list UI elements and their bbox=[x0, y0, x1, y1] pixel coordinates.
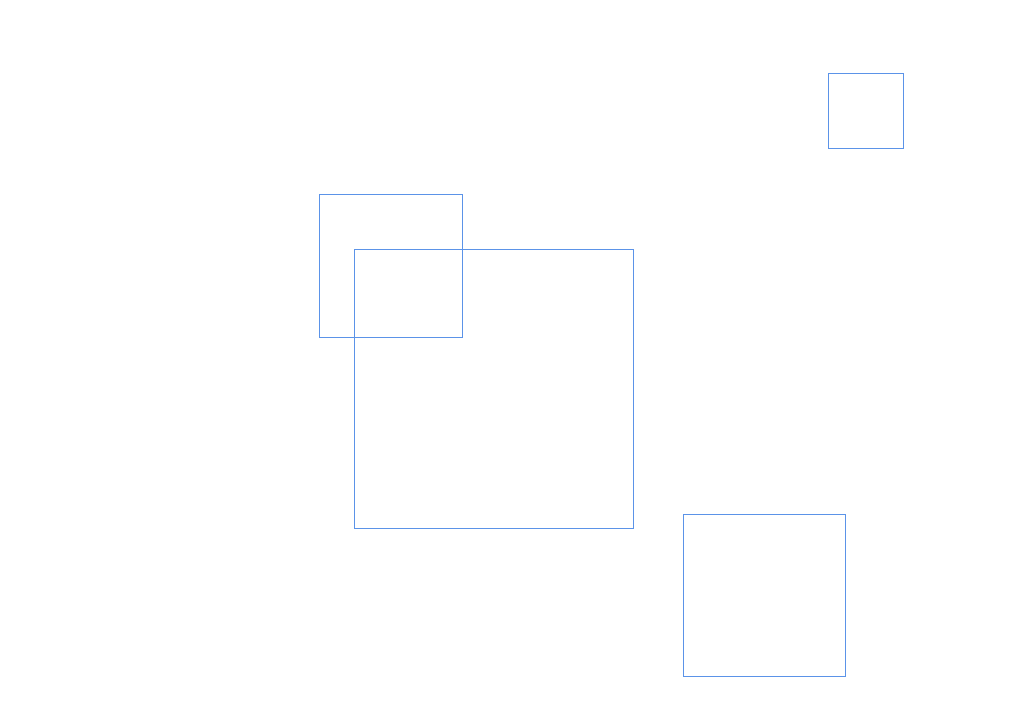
square-outline[interactable] bbox=[354, 249, 634, 529]
square-outline[interactable] bbox=[828, 73, 904, 149]
square-outline[interactable] bbox=[683, 514, 846, 677]
square-outline[interactable] bbox=[319, 194, 463, 338]
